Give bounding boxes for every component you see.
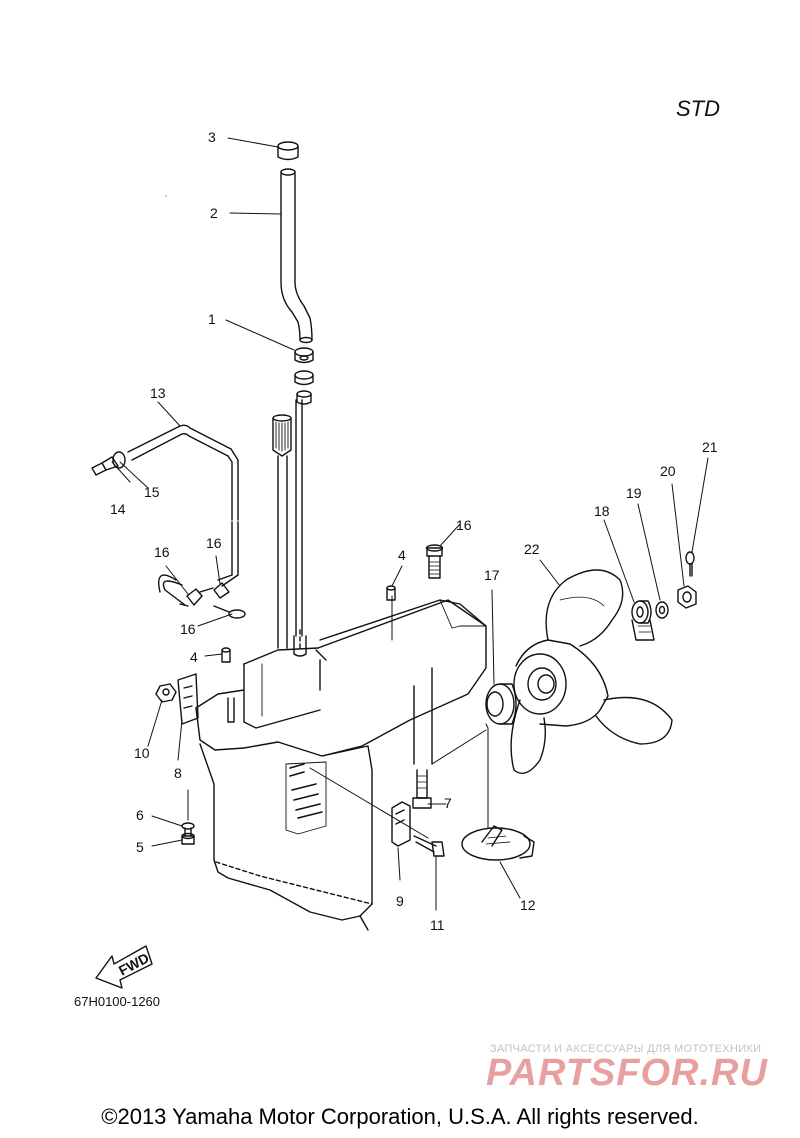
part-label-11: 10: [134, 745, 150, 761]
hose-fitting-left: [91, 451, 126, 476]
trim-tab-12: [461, 825, 535, 861]
hose-loop: [158, 574, 246, 619]
watermark-tagline: ЗАПЧАСТИ И АКСЕССУАРЫ ДЛЯ МОТОТЕХНИКИ: [490, 1043, 762, 1055]
nut-11: [155, 683, 177, 703]
part-label-1: 1: [208, 311, 216, 327]
part-label-16a: 15: [144, 484, 160, 500]
copyright-footer: ©2013 Yamaha Motor Corporation, U.S.A. A…: [101, 1104, 699, 1129]
part-label-4b: 4: [190, 649, 198, 665]
part-label-2: 2: [210, 205, 218, 221]
bolt-10: [413, 835, 445, 857]
spacer-18: [631, 600, 655, 641]
nut-20: [677, 585, 697, 609]
washer-6: [181, 822, 195, 830]
anode-8: [391, 801, 411, 847]
diagram-code: 67H0100-1260: [74, 994, 161, 1009]
fwd-arrow-icon: [95, 945, 153, 989]
part-label-7: 7: [444, 795, 452, 811]
part-label-13: 16: [456, 517, 472, 533]
thrust-washer-17: [485, 683, 517, 725]
drive-shaft: [272, 414, 292, 649]
bolt-5: [181, 827, 195, 845]
part-label-8: 9: [396, 893, 404, 909]
bolt-7: [412, 769, 432, 809]
part-label-4a: 4: [398, 547, 406, 563]
dowel-pin-upper: [386, 585, 396, 601]
part-label-5: 5: [136, 839, 144, 855]
tube-grommets: [294, 347, 314, 405]
part-label-9: 8: [174, 765, 182, 781]
part-label-16c: 16: [206, 535, 222, 551]
water-pipe-vertical: [293, 399, 307, 657]
watermark-logo: PARTSFOR.RU: [486, 1052, 768, 1094]
part-label-3: 3: [208, 129, 216, 145]
std-label: STD: [676, 96, 720, 121]
water-tube: [280, 168, 313, 344]
cotter-pin-21: [685, 551, 695, 577]
pilot-hose: [127, 424, 239, 587]
part-label-21: 21: [702, 439, 718, 455]
fwd-label: FWD: [116, 950, 152, 979]
part-label-6: 6: [136, 807, 144, 823]
part-label-16d: 16: [180, 621, 196, 637]
part-label-10: 11: [430, 917, 445, 933]
leader-lines: [111, 137, 709, 911]
part-label-22: 22: [524, 541, 540, 557]
part-label-20: 20: [660, 463, 676, 479]
part-label-17: 17: [484, 567, 500, 583]
lower-unit-casing: [195, 599, 487, 931]
part-label-15: 14: [110, 501, 126, 517]
washer-19: [655, 601, 669, 619]
part-label-16b: 16: [154, 544, 170, 560]
propeller-22: [510, 569, 673, 774]
part-labels: 3 2 1 13 15 14 16 16 16 4 4 16 17 22 18 …: [110, 129, 718, 979]
part-label-12: 12: [520, 897, 536, 913]
assembly-guide-lines: [187, 595, 489, 839]
part-label-18: 18: [594, 503, 610, 519]
grommet-cap: [277, 141, 299, 161]
bolt-13: [425, 544, 444, 579]
anode-9: [177, 673, 235, 725]
part-label-19: 19: [626, 485, 642, 501]
part-label-14: 13: [150, 385, 166, 401]
dowel-pin-lower: [221, 647, 231, 663]
